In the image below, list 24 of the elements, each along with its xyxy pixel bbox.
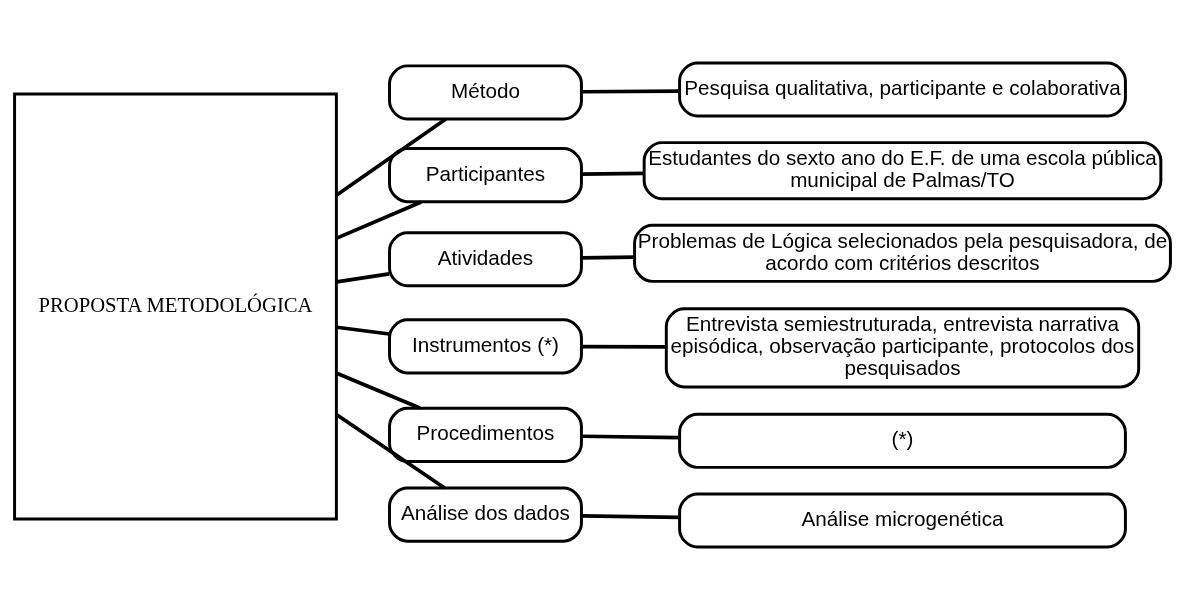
connector (581, 171, 644, 176)
node-box: Atividades (388, 231, 583, 288)
node-box: PROPOSTA METODOLÓGICA (13, 92, 338, 521)
node-box: Análise microgenética (678, 492, 1127, 549)
connector (581, 89, 680, 94)
connector (581, 514, 680, 520)
node-box: Análise dos dados (388, 486, 583, 543)
connector (336, 371, 421, 410)
connector (581, 344, 667, 349)
node-box: Instrumentos (*) (388, 318, 583, 375)
node-box: Procedimentos (388, 406, 583, 463)
connector (336, 325, 390, 336)
node-box: (*) (678, 412, 1127, 469)
node-box: Pesquisa qualitativa, participante e colaborativa (678, 61, 1127, 118)
connector (581, 434, 680, 440)
connector (335, 413, 446, 490)
connector (336, 200, 422, 240)
connector (581, 255, 635, 260)
node-box: Método (388, 64, 583, 121)
node-box: Estudantes do sexto ano do E.F. de uma escola pública municipal de Palmas/TO (642, 141, 1163, 201)
node-box: Participantes (388, 147, 583, 204)
node-box: Entrevista semiestruturada, entrevista narrativa episódica, observação participante, protocolos dos pesquisados (664, 307, 1141, 389)
node-box: Problemas de Lógica selecionados pela pesquisadora, de acordo com critérios descritos (633, 223, 1172, 283)
connector (336, 272, 390, 284)
